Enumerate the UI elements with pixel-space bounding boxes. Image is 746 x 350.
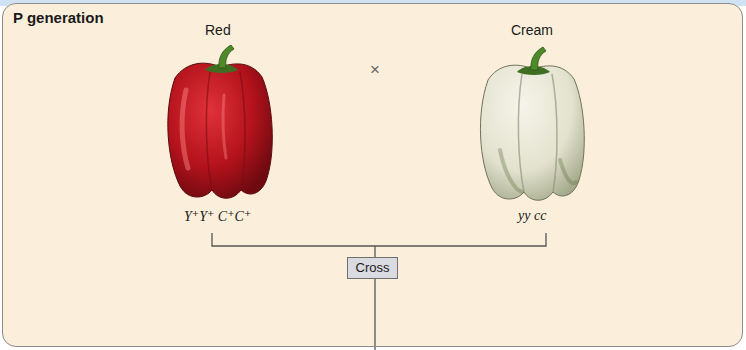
genotype-label: Y⁺Y⁺ C⁺C⁺ — [184, 208, 251, 225]
panel-heading: P generation — [13, 9, 104, 26]
bracket — [212, 233, 546, 246]
process-box: Cross — [347, 257, 399, 279]
cross-symbol: × — [370, 60, 380, 80]
genotype-label: yy cc — [518, 208, 546, 224]
phenotype-label: Cream — [511, 22, 553, 38]
generation-panel: P generationCross — [2, 3, 743, 347]
red-pepper — [168, 45, 272, 198]
box-label: Cross — [356, 260, 390, 275]
cream-pepper — [480, 47, 584, 200]
down-line — [374, 279, 375, 350]
bracket-stem — [374, 246, 375, 257]
panel-fill — [2, 3, 743, 347]
phenotype-label: Red — [205, 22, 231, 38]
